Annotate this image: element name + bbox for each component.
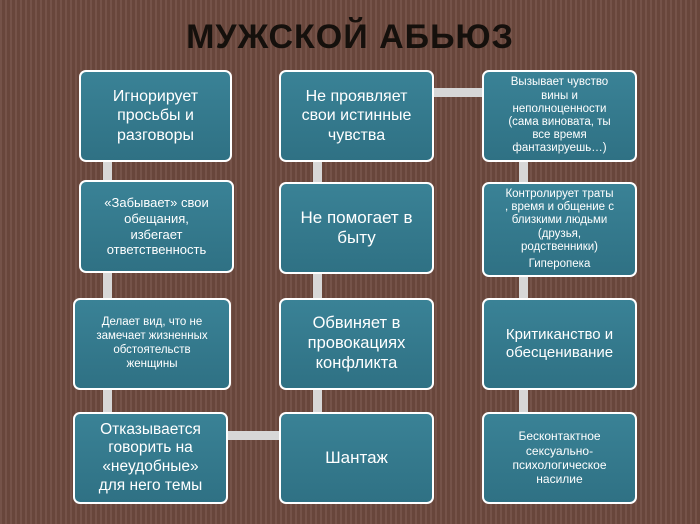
connector-col2-vertical bbox=[313, 160, 322, 418]
node-blackmail-text: Шантаж bbox=[325, 447, 388, 467]
node-controls-spending: Контролирует траты , время и общение с б… bbox=[482, 182, 637, 277]
node-criticism-devaluation-text: Критиканство и обесценивание bbox=[505, 326, 614, 361]
node-ignores-requests-text: Игнорирует просьбы и разговоры bbox=[112, 88, 199, 144]
node-blames-provocation-text: Обвиняет в провокациях конфликта bbox=[307, 314, 406, 372]
connector-col1-to-col2 bbox=[225, 431, 281, 440]
node-forgets-promises-text: «Забывает» свои обещания, избегает ответ… bbox=[104, 195, 209, 258]
node-pretends-not-noticing: Делает вид, что не замечает жизненных об… bbox=[73, 298, 231, 390]
node-no-household-help-text: Не помогает в быту bbox=[300, 207, 413, 247]
connector-col1-vertical bbox=[103, 160, 112, 418]
node-guilt-inadequacy-text: Вызывает чувство вины и неполноценности … bbox=[508, 76, 611, 155]
node-guilt-inadequacy: Вызывает чувство вины и неполноценности … bbox=[482, 70, 637, 162]
node-no-household-help: Не помогает в быту bbox=[279, 182, 434, 274]
node-overprotection-text: Гиперопека bbox=[528, 257, 591, 270]
page-title: МУЖСКОЙ АБЬЮЗ bbox=[186, 18, 514, 56]
node-refuses-to-talk: Отказывается говорить на «неудобные» для… bbox=[73, 412, 228, 504]
node-hides-feelings-text: Не проявляет свои истинные чувства bbox=[301, 88, 412, 144]
node-forgets-promises: «Забывает» свои обещания, избегает ответ… bbox=[79, 180, 234, 273]
node-hides-feelings: Не проявляет свои истинные чувства bbox=[279, 70, 434, 162]
node-noncontact-violence: Бесконтактное сексуально- психологическо… bbox=[482, 412, 637, 504]
node-pretends-not-noticing-text: Делает вид, что не замечает жизненных об… bbox=[96, 316, 208, 370]
node-criticism-devaluation: Критиканство и обесценивание bbox=[482, 298, 637, 390]
node-noncontact-violence-text: Бесконтактное сексуально- психологическо… bbox=[512, 429, 607, 487]
connector-col3-vertical bbox=[519, 160, 528, 418]
node-blackmail: Шантаж bbox=[279, 412, 434, 504]
node-blames-provocation: Обвиняет в провокациях конфликта bbox=[279, 298, 434, 390]
node-ignores-requests: Игнорирует просьбы и разговоры bbox=[79, 70, 232, 162]
node-controls-spending-text: Контролирует траты , время и общение с б… bbox=[504, 187, 615, 253]
node-refuses-to-talk-text: Отказывается говорить на «неудобные» для… bbox=[98, 420, 203, 494]
connector-col2-to-col3 bbox=[432, 88, 484, 97]
